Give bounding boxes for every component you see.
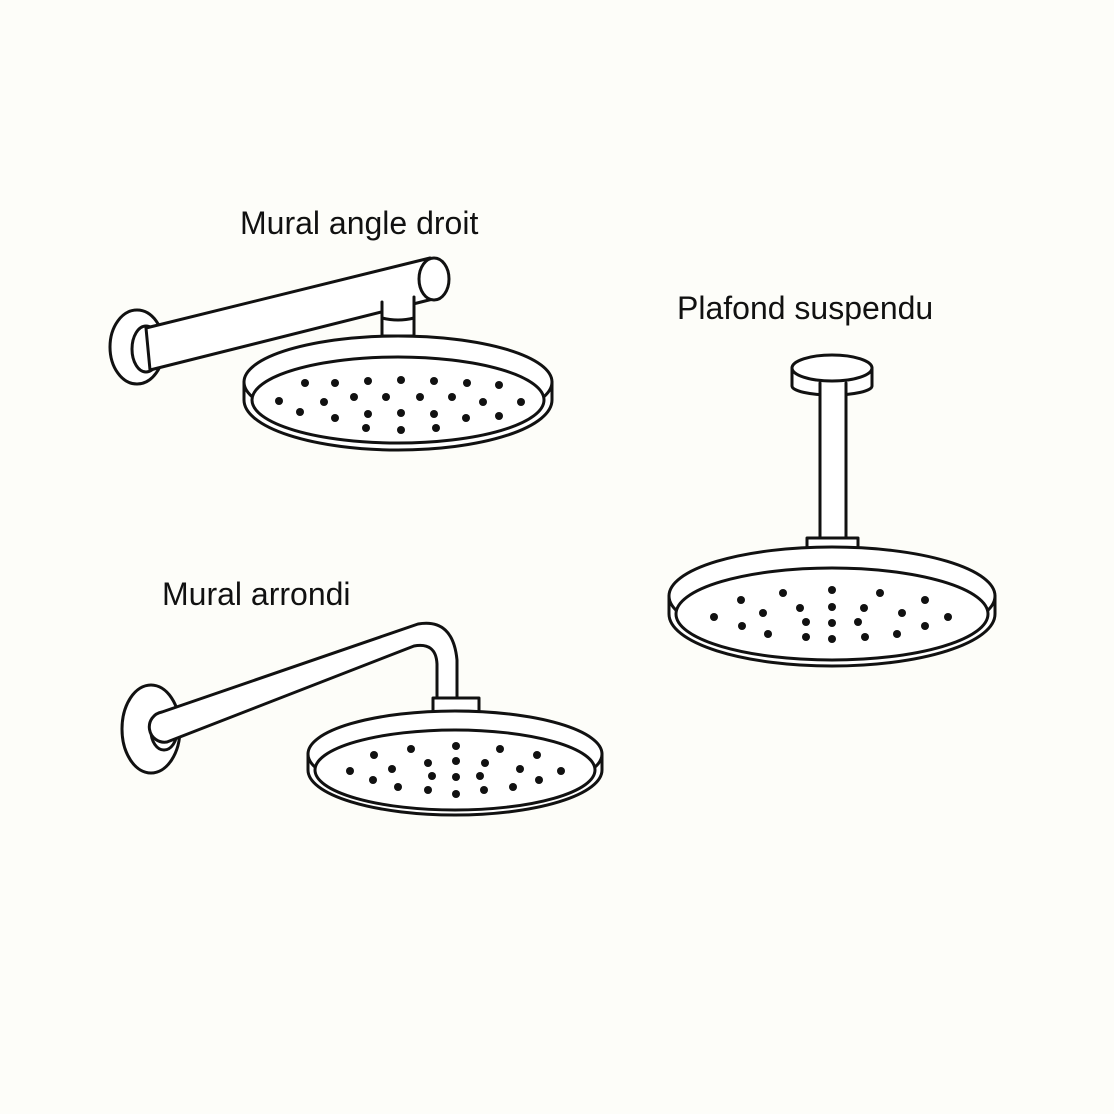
nozzle-dots-ceiling bbox=[710, 586, 952, 643]
wall-straight-shower-icon bbox=[108, 256, 554, 452]
label-wall-straight: Mural angle droit bbox=[240, 205, 479, 241]
nozzle-dots-curved bbox=[346, 742, 565, 798]
ceiling-shower-icon bbox=[667, 353, 997, 668]
ceiling-drop-pipe bbox=[818, 381, 848, 542]
head-connector-straight bbox=[380, 295, 416, 338]
curved-arm bbox=[147, 621, 459, 744]
label-wall-curved: Mural arrondi bbox=[162, 576, 351, 612]
arm-end-cap bbox=[417, 256, 451, 302]
nozzle-dots-straight bbox=[275, 376, 525, 434]
label-ceiling: Plafond suspendu bbox=[677, 290, 934, 326]
shower-head-ceiling bbox=[667, 545, 997, 668]
shower-head-curved bbox=[306, 709, 604, 817]
shower-head-straight bbox=[242, 334, 554, 452]
wall-curved-shower-icon bbox=[120, 621, 604, 817]
ceiling-flange bbox=[790, 353, 874, 397]
